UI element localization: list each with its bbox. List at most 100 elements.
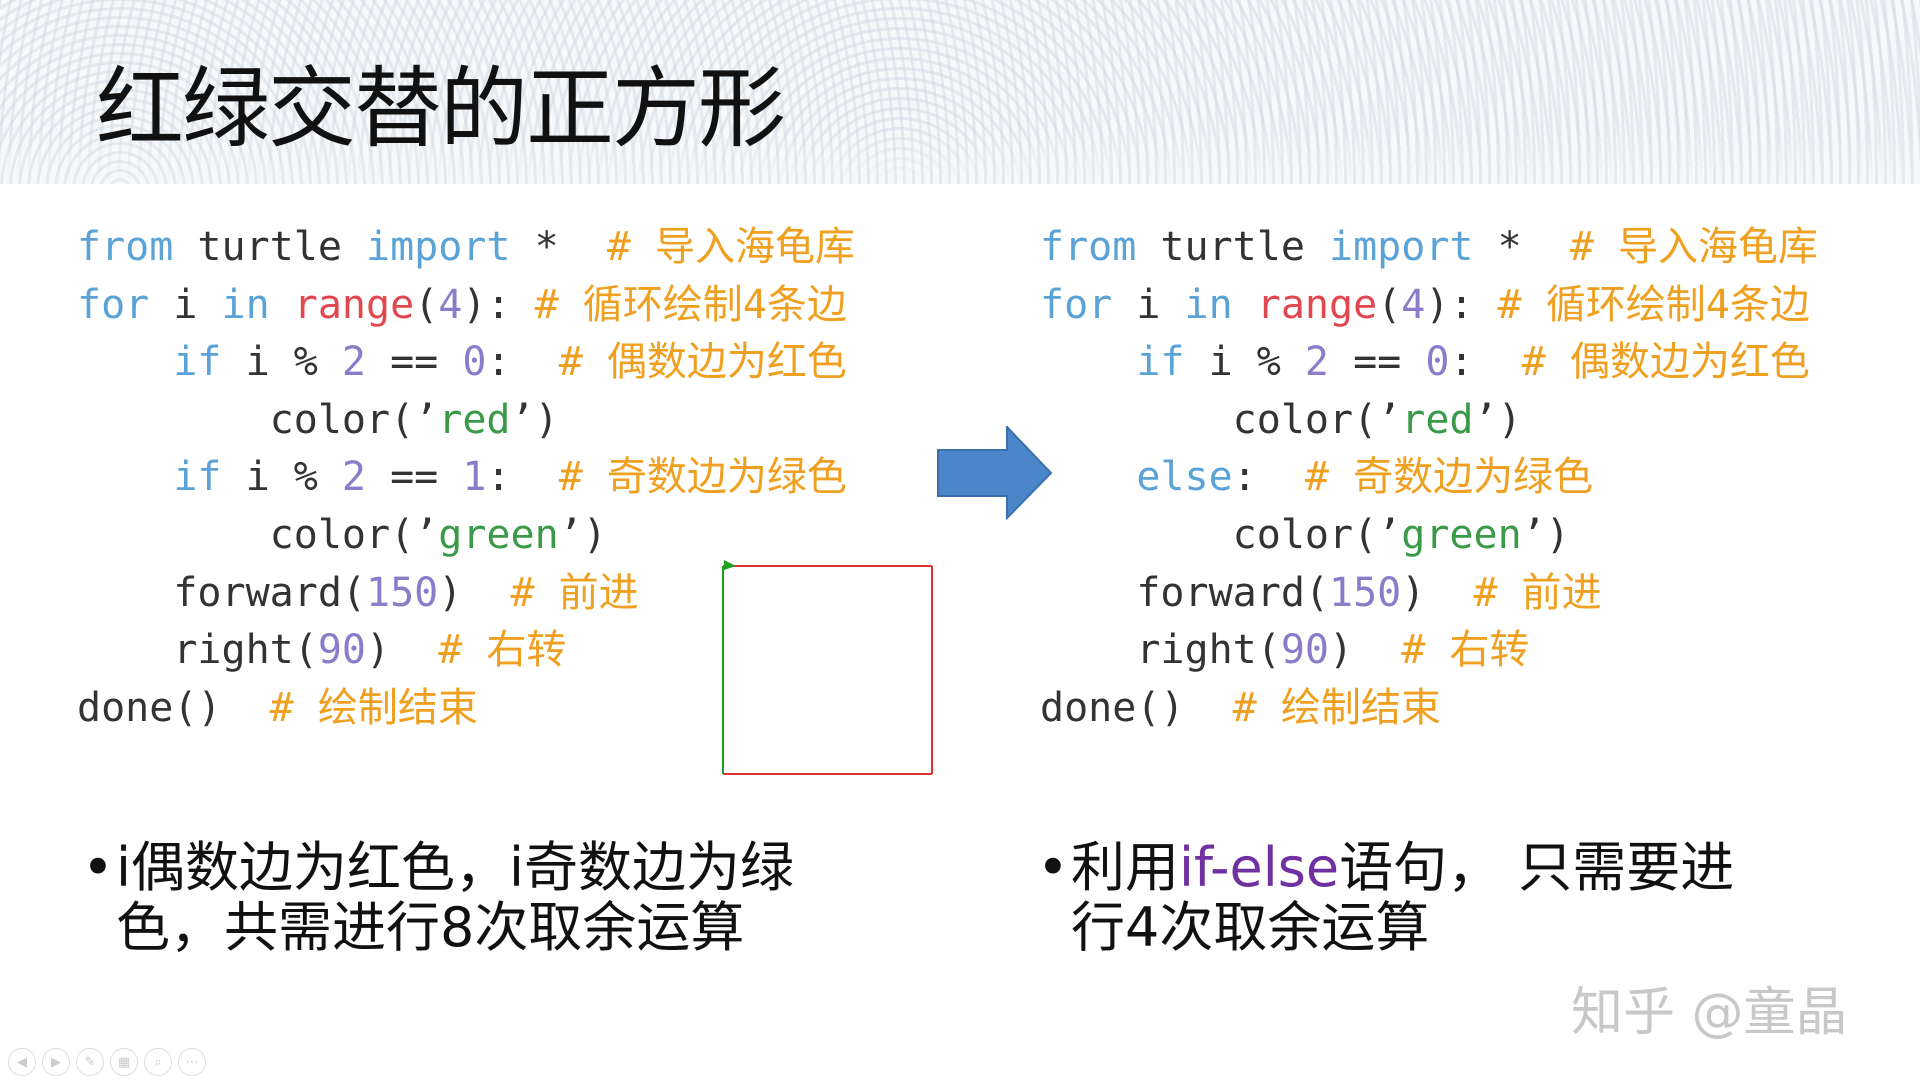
code-token: red [1401, 396, 1474, 443]
code-token: # 奇数边为绿色 [1304, 454, 1594, 501]
code-token: in [221, 281, 270, 328]
code-token: else [1136, 454, 1233, 501]
code-token: * [1473, 224, 1570, 270]
code-token: == [1329, 339, 1426, 386]
code-token [270, 282, 294, 328]
code-token: import [1328, 224, 1474, 270]
code-token [1233, 282, 1257, 328]
code-token: # 偶数边为红色 [1521, 339, 1810, 386]
code-token: 1 [462, 454, 487, 501]
code-token: right( [1040, 627, 1281, 674]
code-token: : [1449, 339, 1522, 386]
code-token: 4 [438, 281, 463, 328]
turtle-cursor-icon [724, 560, 736, 570]
code-token [77, 339, 173, 385]
code-token: * [510, 224, 607, 270]
code-token: i [149, 281, 222, 328]
code-token: ): [462, 281, 535, 328]
code-token: color(’ [1040, 396, 1402, 443]
if-else-highlight: if-else [1179, 836, 1340, 899]
zoom-icon[interactable]: ⌕ [144, 1048, 172, 1076]
code-line: if i % 2 == 0: # 偶数边为红色 [77, 334, 855, 392]
code-token: color(’ [77, 396, 439, 443]
code-token: # 绘制结束 [1232, 684, 1441, 731]
code-line: forward(150) # 前进 [1040, 565, 1818, 623]
watermark: 知乎 @童晶 [1571, 983, 1848, 1043]
code-token: # 导入海龟库 [1569, 224, 1818, 270]
code-token: color(’ [1040, 511, 1402, 558]
code-line: done() # 绘制结束 [1040, 680, 1818, 738]
code-line: for i in range(4): # 循环绘制4条边 [1040, 277, 1818, 335]
slides-icon[interactable]: ▦ [110, 1048, 138, 1076]
code-token: turtle [1136, 224, 1329, 270]
code-token: 4 [1401, 281, 1426, 328]
code-token: 90 [317, 627, 366, 674]
code-token: ) [366, 627, 439, 674]
code-token: : [1232, 454, 1305, 501]
code-token: forward( [77, 569, 366, 616]
code-token: ) [1401, 569, 1474, 616]
code-token: i % [221, 454, 342, 501]
code-token: == [366, 339, 463, 386]
code-token: import [365, 224, 511, 270]
code-token: in [1184, 281, 1233, 328]
code-token: if [173, 339, 222, 386]
code-token: # 奇数边为绿色 [558, 454, 847, 501]
bullet-dot: • [1037, 836, 1069, 899]
code-line: from turtle import * # 导入海龟库 [1040, 219, 1818, 277]
code-line: color(’green’) [77, 507, 855, 565]
code-token: # 右转 [438, 627, 567, 674]
code-token: from [1040, 224, 1137, 270]
bullet-right-line1: 利用if-else语句， 只需要进 [1071, 838, 1734, 898]
code-token: for [77, 281, 150, 328]
code-token: == [366, 454, 463, 501]
code-token: for [1040, 281, 1113, 328]
code-token: i % [221, 339, 342, 386]
code-token: ): [1425, 281, 1498, 328]
code-token: turtle [173, 224, 366, 270]
code-token: done() [1040, 684, 1233, 731]
code-line: if i % 2 == 0: # 偶数边为红色 [1040, 334, 1818, 392]
code-token: right( [77, 627, 318, 674]
code-token: 150 [1328, 569, 1402, 616]
code-token: from [77, 224, 174, 270]
code-token: forward( [1040, 569, 1329, 616]
code-token: i % [1184, 339, 1305, 386]
bullet-right-line2: 行4次取余运算 [1071, 896, 1430, 959]
code-line: for i in range(4): # 循环绘制4条边 [77, 277, 855, 335]
code-token: ( [414, 281, 439, 328]
code-token: 2 [1304, 339, 1330, 386]
code-token: range [293, 281, 415, 328]
bullet-right: • 利用if-else语句， 只需要进 行4次取余运算 [1037, 838, 1734, 959]
code-token: # 绘制结束 [269, 684, 478, 731]
prev-icon[interactable]: ◀ [8, 1048, 36, 1076]
code-token: green [1401, 511, 1522, 558]
code-token: ’) [558, 511, 607, 558]
code-line: color(’red’) [77, 392, 855, 450]
code-line: if i % 2 == 1: # 奇数边为绿色 [77, 449, 855, 507]
code-line: from turtle import * # 导入海龟库 [77, 219, 855, 277]
code-line: color(’green’) [1040, 507, 1818, 565]
bullet-left-line2: 色，共需进行8次取余运算 [116, 896, 745, 959]
code-token: i [1112, 281, 1185, 328]
code-token: ’) [1521, 511, 1570, 558]
code-token: # 右转 [1401, 627, 1530, 674]
pen-icon[interactable]: ✎ [76, 1048, 104, 1076]
code-token: : [486, 339, 559, 386]
code-token: # 循环绘制4条边 [1497, 281, 1810, 328]
bullet-text: 语句， 只需要进 [1339, 836, 1735, 899]
code-token: : [486, 454, 559, 501]
next-icon[interactable]: ▶ [42, 1048, 70, 1076]
bullet-left-line1: i偶数边为红色，i奇数边为绿 [116, 836, 795, 899]
code-token: ’) [510, 396, 559, 443]
code-line: right(90) # 右转 [1040, 622, 1818, 680]
code-token: 90 [1280, 627, 1329, 674]
more-icon[interactable]: ⋯ [178, 1048, 206, 1076]
code-line: right(90) # 右转 [77, 622, 855, 680]
code-token: 150 [365, 569, 439, 616]
code-line: else: # 奇数边为绿色 [1040, 449, 1818, 507]
code-token: 2 [341, 339, 367, 386]
header-wave-pattern [0, 0, 1920, 184]
